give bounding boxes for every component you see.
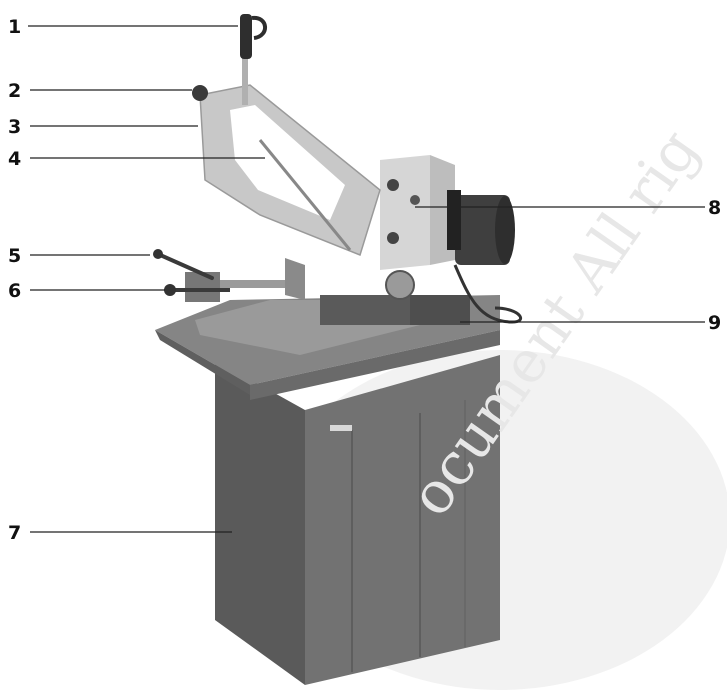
vise-assembly (153, 249, 305, 302)
control-box (380, 155, 455, 270)
callout-8: 8 (708, 197, 721, 219)
stand-cabinet (215, 355, 500, 685)
motor (447, 190, 515, 265)
handle (240, 14, 267, 105)
callout-1: 1 (8, 16, 21, 38)
callout-numbers: 1 2 3 4 5 6 7 8 9 (8, 16, 721, 544)
callout-7: 7 (8, 522, 21, 544)
callout-3: 3 (8, 116, 21, 138)
leader-lines (28, 25, 705, 533)
callout-2: 2 (8, 80, 21, 102)
callout-6: 6 (8, 280, 21, 302)
blade-frame (192, 84, 381, 256)
callout-4: 4 (8, 148, 21, 170)
saw-head-base (320, 270, 470, 325)
callout-5: 5 (8, 245, 21, 267)
callout-9: 9 (708, 312, 721, 334)
